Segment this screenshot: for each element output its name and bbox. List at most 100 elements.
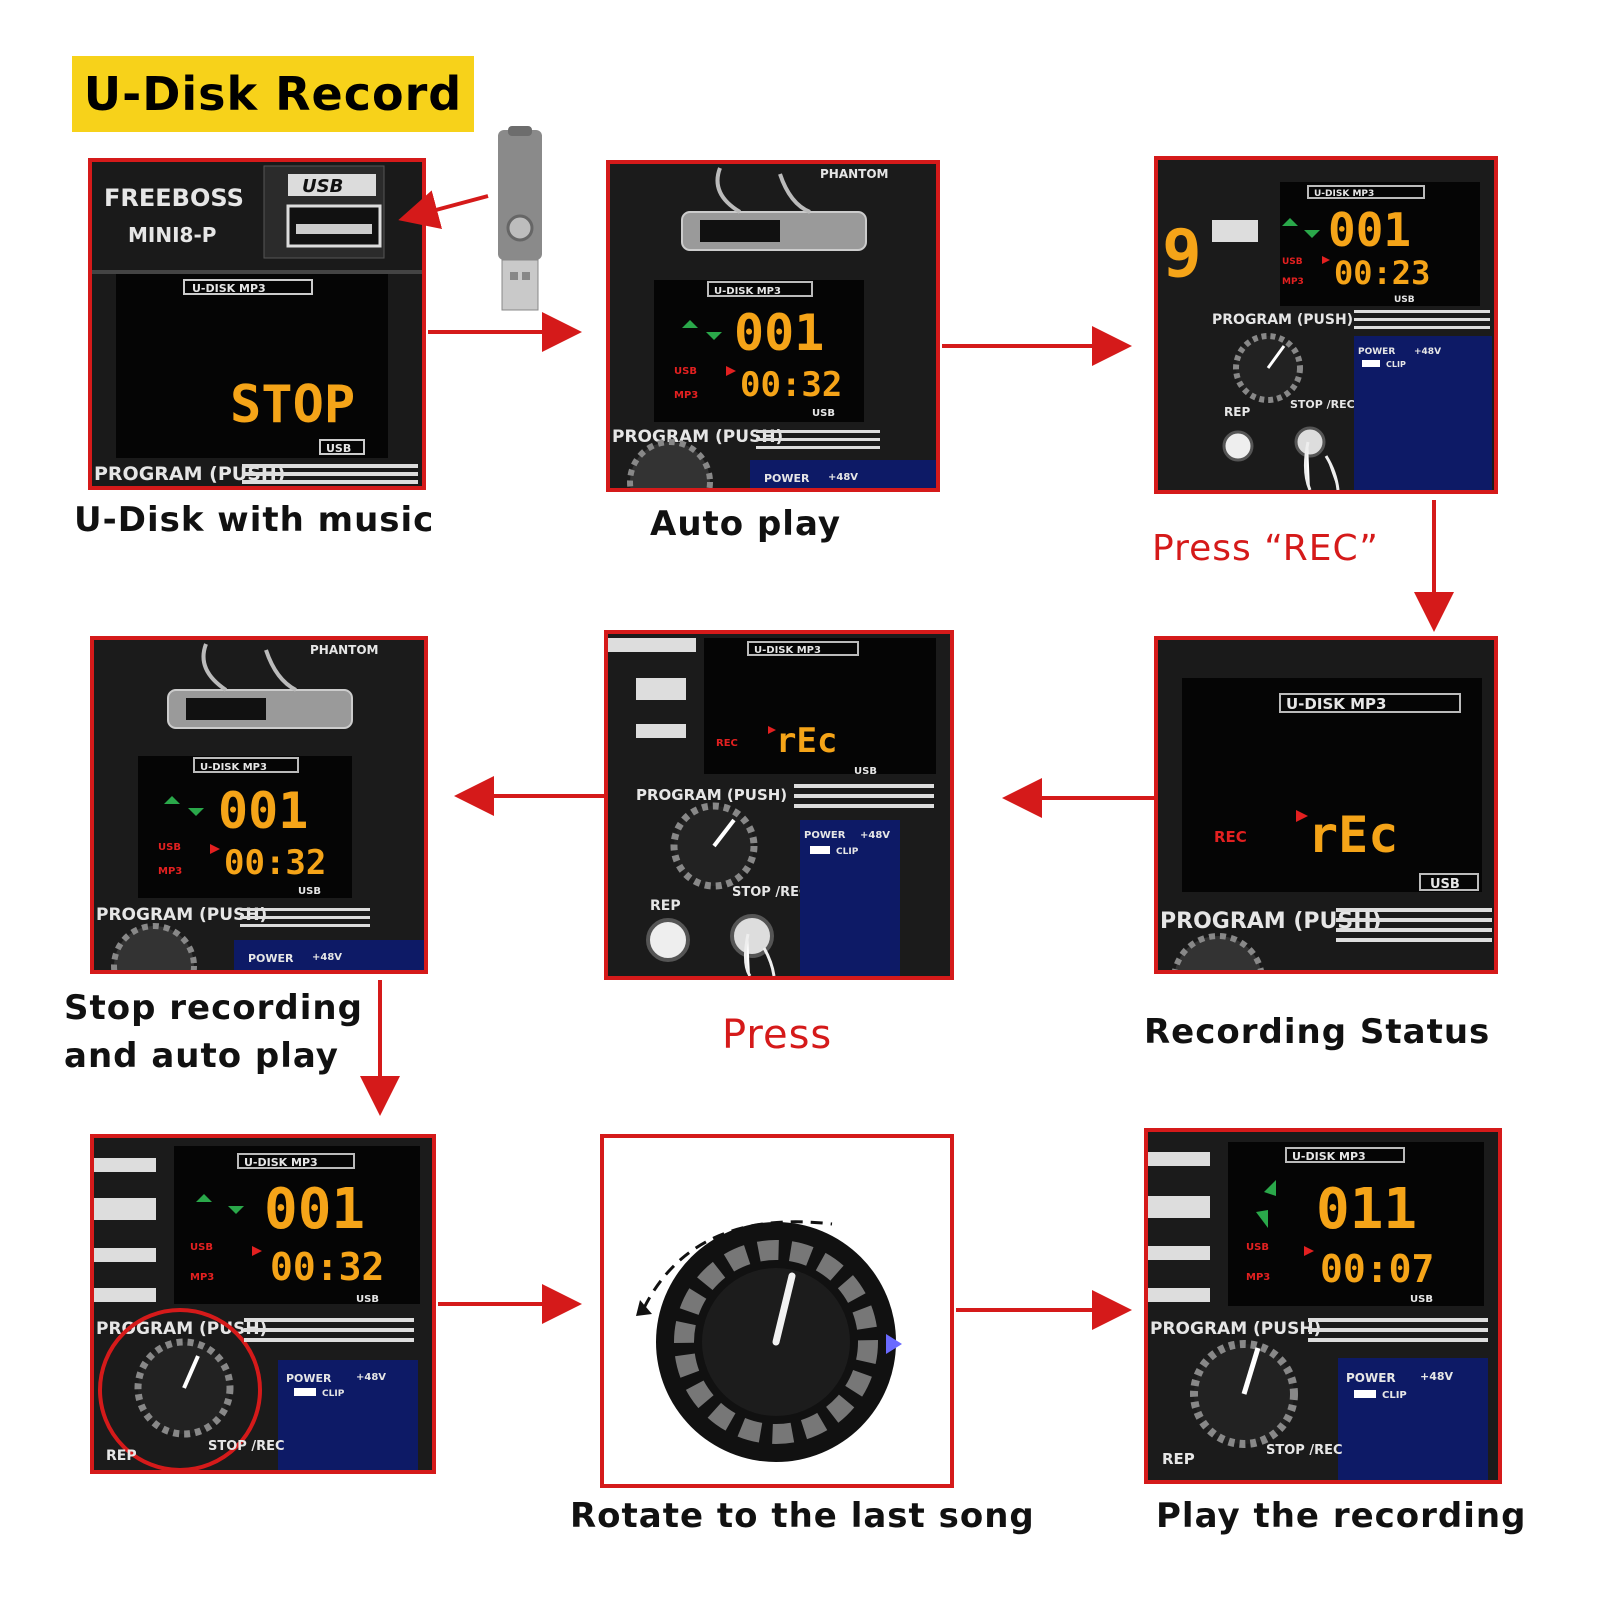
usb-stick-icon — [498, 126, 542, 311]
rep-label: REP — [650, 898, 681, 914]
program-label: PROGRAM (PUSH) — [636, 786, 787, 804]
phantom-label: PHANTOM — [310, 643, 379, 657]
power-label: POWER — [764, 472, 810, 485]
program-label: PROGRAM (PUSH) — [94, 463, 285, 485]
stop-rec-label: STOP /REC — [208, 1439, 285, 1454]
lcd-track-step2: 001 — [734, 304, 824, 362]
caption-step2: Auto play — [650, 504, 842, 544]
caption-step6-line2: and auto play — [64, 1036, 339, 1076]
usb-badge: USB — [1410, 1294, 1433, 1305]
usb-badge: USB — [326, 442, 351, 455]
rec-indicator: REC — [716, 738, 738, 749]
rep-button[interactable] — [646, 918, 690, 962]
mp3-indicator: MP3 — [1246, 1272, 1270, 1283]
program-label: PROGRAM (PUSH) — [96, 905, 267, 925]
lcd-time-step3: 00:23 — [1334, 254, 1430, 292]
caption-step5: Press — [722, 1012, 833, 1058]
highlight-circle — [98, 1308, 262, 1470]
stop-rec-label: STOP /REC — [1266, 1443, 1343, 1458]
power-label: POWER — [286, 1372, 332, 1385]
mixer-photo-step8: U-DISK MP3 USB MP3 011 00:07 USB PROGRAM… — [1148, 1132, 1498, 1480]
display-label: U-DISK MP3 — [192, 282, 266, 295]
mixer-photo-step6: PHANTOM U-DISK MP3 USB MP3 001 00:32 USB… — [94, 640, 424, 970]
phantom-48v: +48V — [356, 1372, 386, 1383]
mp3-indicator: MP3 — [1282, 277, 1304, 287]
arrow-usb-insert — [398, 190, 489, 230]
panel-step6-stop-recording: PHANTOM U-DISK MP3 USB MP3 001 00:32 USB… — [90, 636, 428, 974]
phantom-48v: +48V — [312, 952, 342, 963]
caption-step4: Recording Status — [1144, 1012, 1491, 1052]
lcd-time-step6: 00:32 — [224, 843, 326, 883]
clip-label: CLIP — [836, 847, 859, 857]
program-label: PROGRAM (PUSH) — [612, 427, 783, 447]
mixer-photo-step5: U-DISK MP3 REC rEc USB PROGRAM (PUSH) RE… — [608, 634, 950, 976]
lcd-time-step8: 00:07 — [1320, 1247, 1434, 1291]
display-label: U-DISK MP3 — [244, 1156, 318, 1169]
clip-label: CLIP — [1382, 1390, 1407, 1401]
lcd-main-step4: rEc — [1308, 806, 1398, 864]
model-label: MINI8-P — [128, 223, 216, 247]
stop-rec-label: STOP /REC — [1290, 398, 1355, 411]
rotate-arrow — [642, 1220, 833, 1309]
power-label: POWER — [1358, 347, 1395, 357]
lcd-main-step5: rEc — [776, 721, 837, 761]
lcd-main-step1: STOP — [230, 375, 355, 435]
mixer-photo-step3: 9 U-DISK MP3 USB MP3 001 00:23 USB PROGR… — [1158, 160, 1494, 490]
usb-badge: USB — [1430, 877, 1460, 892]
phantom-48v: +48V — [1414, 347, 1441, 357]
phantom-48v: +48V — [828, 472, 858, 483]
panel-step3-press-rec: 9 U-DISK MP3 USB MP3 001 00:23 USB PROGR… — [1154, 156, 1498, 494]
title-banner: U-Disk Record — [72, 56, 474, 132]
usb-badge: USB — [812, 408, 835, 419]
rec-indicator: REC — [1214, 828, 1247, 846]
display-label: U-DISK MP3 — [714, 286, 781, 297]
panel-knob-closeup — [600, 1134, 954, 1488]
stop-rec-button[interactable] — [730, 914, 774, 958]
panel-step4-recording-status: U-DISK MP3 REC rEc USB PROGRAM (PUSH) — [1154, 636, 1498, 974]
display-label: U-DISK MP3 — [754, 645, 821, 656]
mp3-indicator: MP3 — [158, 866, 182, 877]
mp3-indicator: MP3 — [190, 1272, 214, 1283]
panel-step1-usb-insert: FREEBOSS MINI8-P USB U-DISK MP3 STOP USB… — [88, 158, 426, 490]
lcd-time-step7: 00:32 — [270, 1245, 384, 1289]
lcd-track-step8: 011 — [1316, 1177, 1417, 1242]
mixer-photo-step1: FREEBOSS MINI8-P USB U-DISK MP3 STOP USB… — [92, 162, 422, 486]
brand-label: FREEBOSS — [104, 184, 244, 212]
mixer-photo-step4: U-DISK MP3 REC rEc USB PROGRAM (PUSH) — [1158, 640, 1494, 970]
power-label: POWER — [1346, 1371, 1396, 1385]
phantom-48v: +48V — [860, 830, 890, 841]
clip-label: CLIP — [322, 1389, 345, 1399]
caption-step7: Rotate to the last song — [570, 1496, 1035, 1536]
mixer-photo-step7: U-DISK MP3 USB MP3 001 00:32 USB PROGRAM… — [94, 1138, 432, 1470]
display-label: U-DISK MP3 — [1286, 695, 1386, 713]
usb-indicator: USB — [1282, 257, 1303, 267]
knob-closeup-photo — [604, 1138, 950, 1484]
caption-step1: U-Disk with music — [74, 500, 435, 540]
caption-step6: Stop recording and auto play — [64, 984, 363, 1080]
display-label: U-DISK MP3 — [1292, 1150, 1366, 1163]
stop-rec-button[interactable] — [1294, 426, 1326, 458]
panel-step2-auto-play: PHANTOM U-DISK MP3 USB MP3 001 00:32 USB… — [606, 160, 940, 492]
display-label: U-DISK MP3 — [1314, 189, 1374, 199]
mp3-indicator: MP3 — [674, 390, 698, 401]
lcd-time-step2: 00:32 — [740, 365, 842, 405]
rep-label: REP — [1224, 405, 1250, 419]
lcd-track-step3: 001 — [1328, 203, 1411, 257]
panel-step7-select-last-song: U-DISK MP3 USB MP3 001 00:32 USB PROGRAM… — [90, 1134, 436, 1474]
usb-indicator: USB — [674, 366, 697, 377]
mixer-photo-step2: PHANTOM U-DISK MP3 USB MP3 001 00:32 USB… — [610, 164, 936, 488]
power-label: POWER — [804, 830, 846, 841]
caption-step3: Press “REC” — [1152, 528, 1379, 569]
rep-button[interactable] — [1222, 430, 1254, 462]
program-label: PROGRAM (PUSH) — [1212, 312, 1353, 328]
lcd-track-step6: 001 — [218, 782, 308, 840]
panel-step8-play-recording: U-DISK MP3 USB MP3 011 00:07 USB PROGRAM… — [1144, 1128, 1502, 1484]
usb-badge: USB — [854, 766, 877, 777]
panel-step5-press-stop: U-DISK MP3 REC rEc USB PROGRAM (PUSH) RE… — [604, 630, 954, 980]
power-label: POWER — [248, 952, 294, 965]
lcd-track-step7: 001 — [264, 1177, 365, 1242]
clip-label: CLIP — [1386, 360, 1406, 369]
usb-indicator: USB — [190, 1242, 213, 1253]
caption-step8: Play the recording — [1156, 1496, 1527, 1536]
